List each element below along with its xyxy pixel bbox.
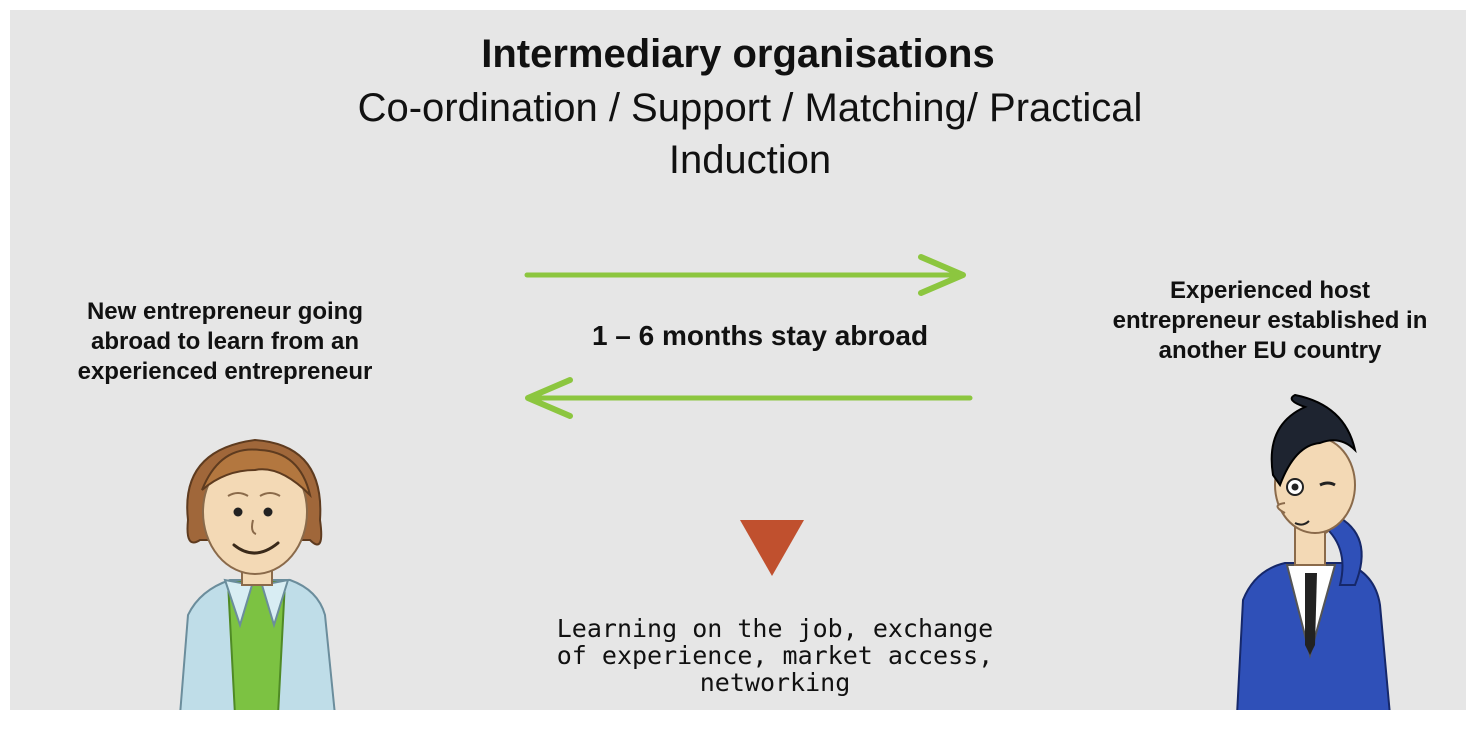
slide: Intermediary organisations Co-ordination… [10, 10, 1466, 710]
down-triangle-icon [740, 520, 804, 576]
host-entrepreneur-caption: Experienced host entrepreneur establishe… [1112, 277, 1428, 364]
outcome-text: Learning on the job, exchange of experie… [556, 614, 994, 697]
page-title: Intermediary organisations [481, 32, 995, 76]
left-arrow-icon [525, 377, 973, 419]
stay-duration-label: 1 – 6 months stay abroad [591, 320, 929, 351]
young-entrepreneur-illustration [179, 438, 336, 710]
page-subtitle: Co-ordination / Support / Matching/ Prac… [357, 86, 1143, 182]
new-entrepreneur-caption: New entrepreneur going abroad to learn f… [77, 298, 373, 385]
host-entrepreneur-illustration [1236, 393, 1391, 710]
right-arrow-icon [524, 254, 966, 296]
